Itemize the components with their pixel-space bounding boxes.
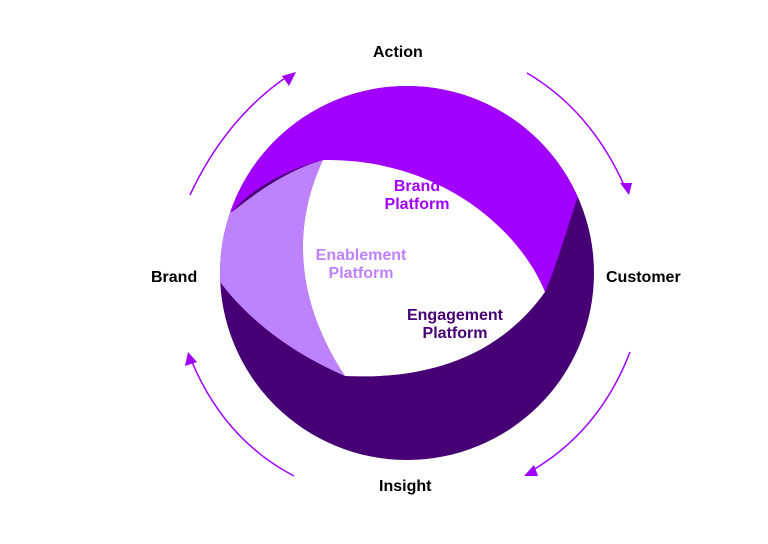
brand-platform-label: Brand Platform bbox=[369, 178, 465, 214]
inner-white-area bbox=[302, 159, 545, 377]
engagement-platform-label: Engagement Platform bbox=[393, 307, 517, 343]
arrow-customer-to-insight bbox=[532, 351, 631, 471]
label-customer: Customer bbox=[606, 269, 681, 286]
arrowhead-bottom-left-icon bbox=[185, 352, 197, 366]
enablement-platform-segment bbox=[220, 160, 345, 376]
brand-platform-line1: Brand bbox=[393, 178, 441, 195]
arrowhead-top-right-icon bbox=[620, 183, 632, 195]
arrowhead-bottom-right-icon bbox=[524, 465, 538, 476]
label-action: Action bbox=[373, 44, 423, 61]
label-brand: Brand bbox=[151, 269, 198, 286]
arrowhead-top-left-icon bbox=[282, 72, 296, 86]
enablement-platform-line1: Enablement bbox=[315, 247, 407, 264]
cycle-arrows bbox=[189, 72, 631, 477]
arrow-brand-to-action bbox=[189, 77, 286, 196]
enablement-platform-label: Enablement Platform bbox=[302, 247, 420, 283]
arrow-insight-to-brand bbox=[191, 361, 295, 477]
engagement-platform-line2: Platform bbox=[422, 325, 488, 342]
label-insight: Insight bbox=[379, 478, 432, 495]
arrow-action-to-customer bbox=[526, 72, 625, 186]
enablement-platform-line2: Platform bbox=[328, 265, 394, 282]
brand-platform-line2: Platform bbox=[384, 196, 450, 213]
engagement-platform-line1: Engagement bbox=[406, 307, 503, 324]
